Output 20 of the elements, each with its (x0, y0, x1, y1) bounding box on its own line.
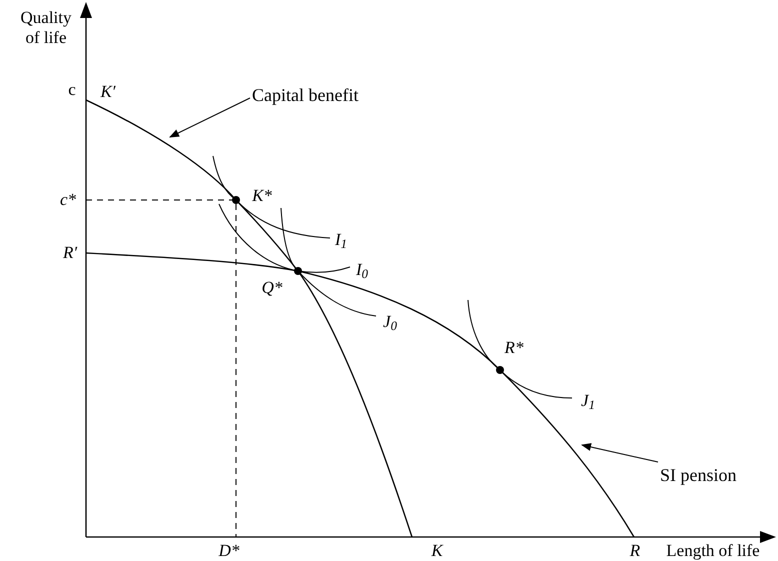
curve-label: J$_{0}$ (383, 312, 397, 332)
axis-tick-label: D* (218, 541, 240, 561)
curve-label: I$_{0}$ (356, 260, 368, 280)
curve-label: J$_{1}$ (581, 391, 595, 411)
axis-tick-label: R (630, 541, 640, 561)
axis-tick-label: c* (60, 190, 76, 210)
annotation-text: SI pension (660, 466, 736, 484)
point-label: R* (504, 338, 524, 358)
curve-label: I$_{1}$ (334, 230, 348, 250)
curve-label: R′ (62, 243, 78, 263)
axis-label: Quality of life (20, 8, 72, 48)
annotation-text: Capital benefit (252, 86, 358, 104)
point-label: Q* (262, 278, 282, 298)
axis-tick-label: K (431, 541, 443, 561)
axis-tick-label: c (68, 80, 76, 100)
curve-label: K′ (100, 82, 116, 102)
leader-line (169, 98, 250, 138)
axis-label: Length of life (666, 541, 760, 561)
point-label: K* (252, 186, 272, 206)
leader-line (581, 443, 658, 462)
